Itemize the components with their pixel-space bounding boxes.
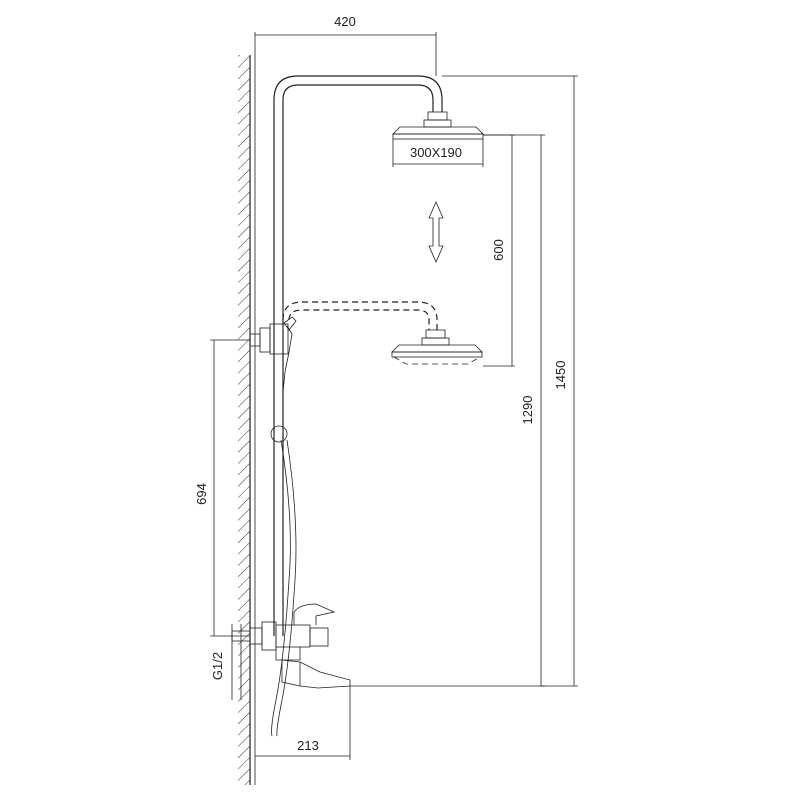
height-adjustment-arrow [428, 201, 444, 263]
dimension-arm-reach: 420 [254, 14, 437, 785]
dimension-total-height: 1450 [442, 75, 578, 687]
shower-head-lower [391, 329, 483, 365]
hand-shower [270, 316, 297, 443]
head-size-label: 300X190 [410, 145, 462, 160]
arm-reach-label: 420 [334, 14, 356, 29]
dimension-connection-spacing: 694 [194, 339, 250, 637]
shower-hose [271, 439, 297, 737]
overhead-arm-lower [282, 301, 438, 330]
wall [238, 55, 251, 785]
thread-size-label: G1/2 [210, 652, 225, 680]
upper-wall-bracket [249, 323, 289, 355]
dimension-head-travel: 600 [483, 134, 515, 367]
dimension-thread-size: G1/2 [210, 624, 242, 700]
shower-head-upper [392, 111, 484, 140]
bath-spout [281, 659, 351, 689]
connection-spacing-label: 694 [194, 483, 209, 505]
dimension-low-head-height: 1290 [350, 134, 545, 687]
total-height-label: 1450 [553, 361, 568, 390]
spout-reach-label: 213 [297, 738, 319, 753]
riser-pipe [273, 100, 284, 636]
head-travel-label: 600 [491, 239, 506, 261]
dimension-spout-reach: 213 [255, 686, 351, 760]
overhead-arm-upper [273, 75, 443, 112]
dimension-head-size: 300X190 [392, 139, 484, 167]
low-head-height-label: 1290 [520, 396, 535, 425]
